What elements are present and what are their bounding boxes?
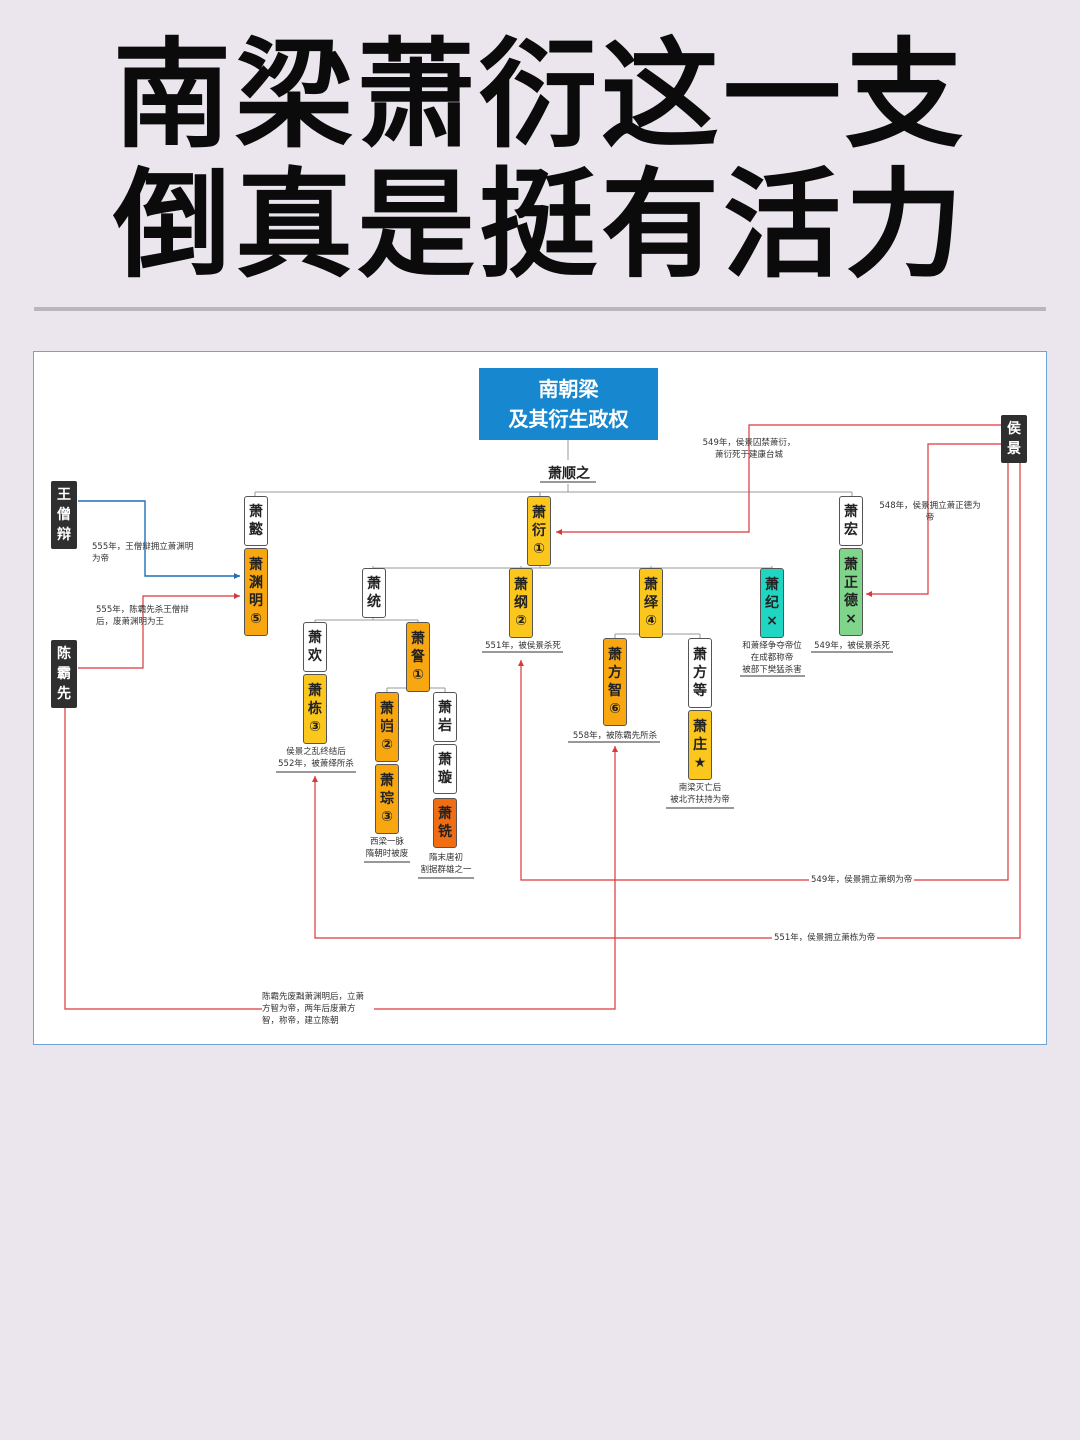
reign-order: ①: [412, 667, 424, 683]
note-chen-kill: 555年，陈霸先杀王僧辩 后，废萧渊明为王: [96, 605, 189, 627]
person-name: 萧岩: [438, 700, 452, 734]
note-gang-death: 551年，被侯景杀死: [485, 641, 561, 651]
person-xiao-hong: 萧宏: [839, 496, 863, 546]
note-fangzhi-death: 5­­58年，被陈霸先所杀: [572, 731, 658, 741]
note-hou-imprison: 549年，侯景囚禁萧衍， 萧衍死于建康台城: [702, 438, 796, 460]
reign-order: ⑥: [609, 701, 621, 717]
actor-name: 侯景: [1007, 421, 1021, 457]
person-xiao-yuanming: 萧渊明 ⑤: [244, 548, 268, 636]
reign-order: ③: [381, 809, 393, 825]
person-name: 萧统: [367, 576, 381, 610]
person-xiao-tong: 萧统: [362, 568, 386, 618]
person-name: 萧栋: [308, 683, 322, 717]
person-name: 萧正德: [844, 557, 858, 609]
person-name: 萧琮: [380, 773, 394, 807]
reign-order: ①: [533, 541, 545, 557]
note-hou-dong: 551年，侯景拥立萧栋为帝: [772, 932, 878, 944]
person-name: 萧庄: [693, 719, 707, 753]
note-xian: 隋末唐初 割据群雄之一: [420, 853, 472, 875]
person-xiao-gang: 萧纲 ②: [509, 568, 533, 638]
person-name: 萧纪: [765, 577, 779, 611]
person-xiao-zhengde: 萧正德 ×: [839, 548, 863, 636]
root-line-1: 南朝梁: [538, 377, 599, 401]
note-zhuang: 南梁灭亡后 被北齐扶持为帝: [670, 783, 730, 805]
root-line-2: 及其衍生政权: [508, 407, 629, 431]
person-name: 萧懿: [249, 504, 263, 538]
person-name: 萧方智: [608, 647, 622, 699]
founder-label: 萧顺之: [548, 466, 590, 482]
actor-hou-jing: 侯景: [1001, 415, 1027, 463]
person-name: 萧岿: [380, 701, 394, 735]
note-chen-fangzhi: 陈霸先废黜萧渊明后，立萧 方智为帝，两年后废萧方 智，称帝，建立陈朝: [262, 991, 374, 1027]
reign-order: ★: [693, 755, 707, 771]
person-name: 萧绎: [644, 577, 658, 611]
person-name: 萧铣: [438, 806, 452, 840]
headline-line-1: 南梁萧衍这一支: [112, 26, 967, 164]
person-xiao-xian: 萧铣: [433, 798, 457, 848]
person-xiao-fangdeng: 萧方等: [688, 638, 712, 708]
person-xiao-fangzhi: 萧方智 ⑥: [603, 638, 627, 726]
note-ji: 和萧绎争夺帝位 在成都称帝 被部下樊猛杀害: [742, 641, 802, 675]
actor-wang-sengbian: 王僧辩: [51, 481, 77, 549]
note-cong: 西梁一脉 隋朝时被废: [365, 837, 409, 859]
person-xiao-huan: 萧欢: [303, 622, 327, 672]
reign-order: ④: [645, 613, 657, 629]
actor-name: 陈霸先: [57, 646, 71, 702]
note-dong: 侯景之乱终结后 552年，被萧绎所杀: [278, 747, 354, 769]
person-xiao-dong: 萧栋 ③: [303, 674, 327, 744]
note-wang-enthrone: 555年，王僧辩拥立萧渊明 为帝: [92, 542, 194, 564]
note-hou-zhengde: 548年，侯景拥立萧正德为 帝: [879, 501, 981, 523]
person-xiao-yan: 萧衍 ①: [527, 496, 551, 566]
person-name: 萧渊明: [249, 557, 263, 609]
reign-order: ⑤: [250, 611, 262, 627]
person-name: 萧璇: [438, 752, 452, 786]
person-xiao-yi: 萧绎 ④: [639, 568, 663, 638]
reign-order: ②: [515, 613, 527, 629]
root-node: 南朝梁 及其衍生政权: [479, 368, 658, 440]
person-xiao-kui: 萧岿 ②: [375, 692, 399, 762]
note-zhengde-death: 549年，被侯景杀死: [814, 641, 890, 651]
person-xiao-cha: 萧詧 ①: [406, 622, 430, 692]
divider: [34, 307, 1046, 311]
person-name: 萧衍: [532, 505, 546, 539]
person-xiao-yan2: 萧岩: [433, 692, 457, 742]
actor-name: 王僧辩: [57, 487, 71, 543]
headline-line-2: 倒真是挺有活力: [112, 156, 967, 294]
person-name: 萧欢: [308, 630, 322, 664]
reign-order: ③: [309, 719, 321, 735]
person-xiao-yi-top: 萧懿: [244, 496, 268, 546]
reign-order: ②: [381, 737, 393, 753]
person-xiao-ji: 萧纪 ×: [760, 568, 784, 638]
diagram-panel: [33, 351, 1047, 1045]
person-xiao-cong: 萧琮 ③: [375, 764, 399, 834]
person-xiao-xuan: 萧璇: [433, 744, 457, 794]
person-name: 萧宏: [844, 504, 858, 538]
person-name: 萧詧: [411, 631, 425, 665]
person-xiao-zhuang: 萧庄 ★: [688, 710, 712, 780]
note-hou-gang: 549年，侯景拥立萧纲为帝: [809, 874, 915, 886]
person-name: 萧纲: [514, 577, 528, 611]
actor-chen-baxian: 陈霸先: [51, 640, 77, 708]
reign-order: ×: [845, 611, 857, 627]
person-name: 萧方等: [693, 647, 707, 699]
reign-order: ×: [766, 613, 778, 629]
